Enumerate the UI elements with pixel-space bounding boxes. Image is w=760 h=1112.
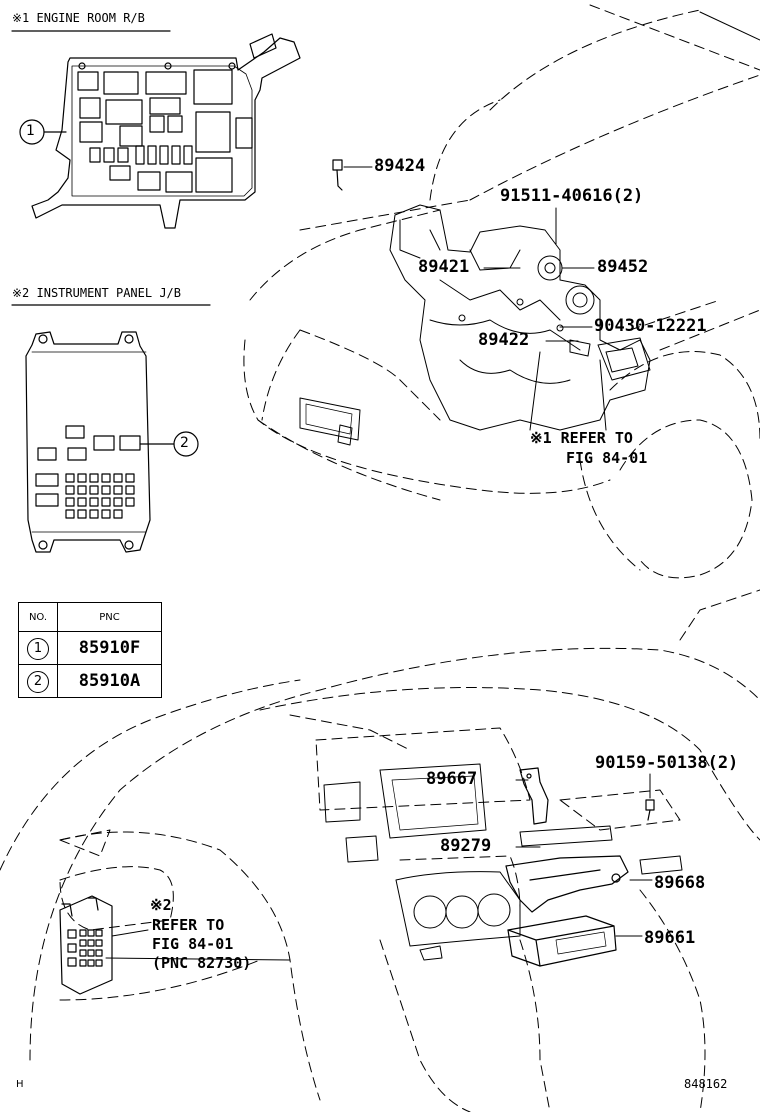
refer-note-2-line3: (PNC 82730) bbox=[152, 954, 252, 972]
refer-note-1-line2: FIG 84-01 bbox=[566, 449, 648, 467]
header-no: NO. bbox=[18, 602, 58, 632]
part-89424-screw bbox=[332, 159, 343, 191]
dash-junction-block bbox=[59, 895, 113, 995]
dash-leader-lines bbox=[105, 773, 653, 961]
pnc-value: 85910A bbox=[57, 664, 162, 698]
row-number: 1 bbox=[27, 637, 49, 660]
part-label-89279: 89279 bbox=[440, 836, 492, 856]
part-90159-bolt bbox=[645, 799, 655, 821]
refer-note-1-line1: ※1 REFER TO bbox=[530, 429, 633, 447]
instrument-panel-jb-heading: ※2 INSTRUMENT PANEL J/B bbox=[12, 286, 181, 300]
part-label-89668: 89668 bbox=[654, 873, 706, 893]
engine-room-relay-block bbox=[31, 33, 301, 229]
illustration-number: 848162 bbox=[684, 1077, 728, 1091]
part-label-89422: 89422 bbox=[478, 330, 530, 350]
part-label-89661: 89661 bbox=[644, 928, 696, 948]
pnc-table: NO. PNC 1 85910F 2 85910A bbox=[18, 602, 162, 698]
table-row: 1 85910F bbox=[18, 631, 162, 665]
footer-left-code: H bbox=[16, 1079, 24, 1090]
part-89661-ecu bbox=[507, 915, 617, 967]
part-label-90430-12221: 90430-12221 bbox=[594, 316, 707, 336]
dashboard-drawing bbox=[0, 589, 760, 1112]
row-number: 2 bbox=[27, 670, 49, 693]
part-label-89667: 89667 bbox=[426, 769, 478, 789]
refer-note-2-line1: REFER TO bbox=[152, 916, 225, 934]
engine-leader-lines bbox=[343, 166, 607, 431]
engine-assembly bbox=[389, 204, 651, 431]
callout-1-number: 1 bbox=[26, 123, 35, 139]
part-label-91511-40616: 91511-40616(2) bbox=[500, 186, 644, 206]
refer-note-2-line2: FIG 84-01 bbox=[152, 935, 234, 953]
part-label-89452: 89452 bbox=[597, 257, 649, 277]
part-label-90159-50138: 90159-50138(2) bbox=[595, 753, 739, 773]
table-row: 2 85910A bbox=[18, 664, 162, 698]
pnc-value: 85910F bbox=[57, 631, 162, 665]
part-label-89421: 89421 bbox=[418, 257, 470, 277]
part-89668-bracket bbox=[505, 855, 629, 913]
callout-2-number: 2 bbox=[180, 435, 189, 451]
car-front-drawing bbox=[243, 4, 760, 579]
header-pnc: PNC bbox=[57, 602, 162, 632]
part-89667-bracket bbox=[519, 767, 549, 825]
instrument-panel-junction-block bbox=[25, 331, 151, 553]
engine-room-rb-heading: ※1 ENGINE ROOM R/B bbox=[12, 11, 145, 25]
part-label-89424: 89424 bbox=[374, 156, 426, 176]
pnc-table-header-row: NO. PNC bbox=[18, 602, 162, 632]
refer-note-2-mark: ※2 bbox=[150, 896, 172, 914]
